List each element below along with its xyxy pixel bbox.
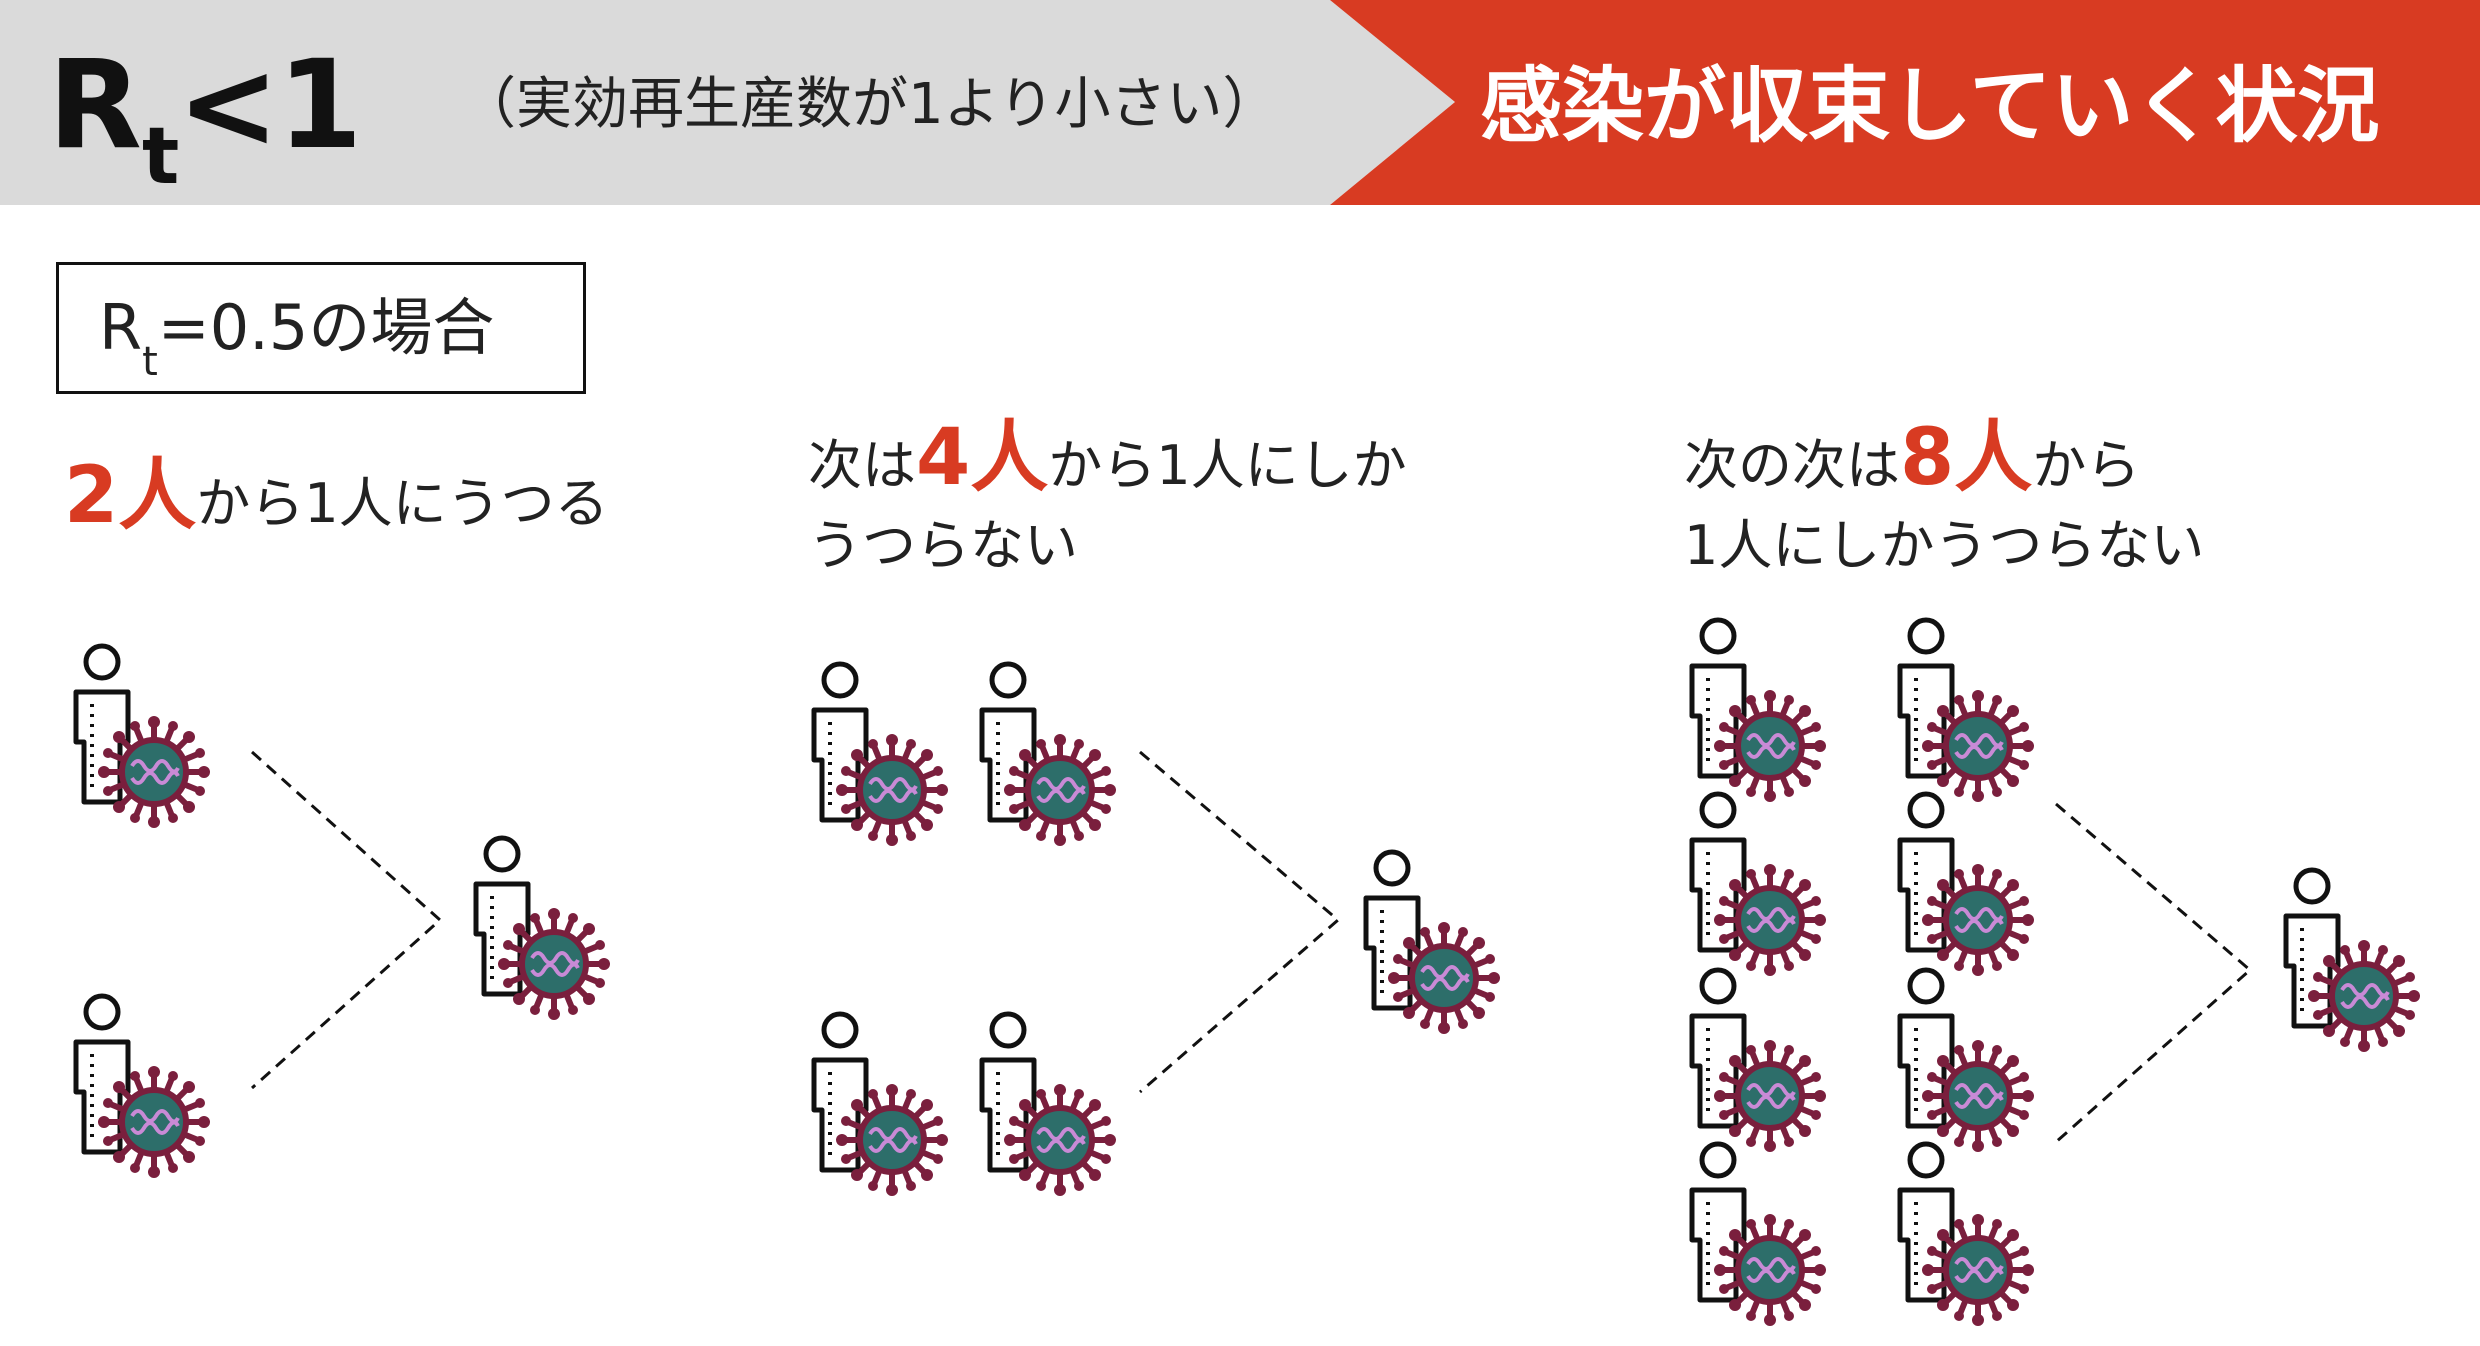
group-3-caption-line-2: 1人にしかうつらない <box>1684 514 2205 577</box>
rt-heading: Rt<1 <box>48 34 362 202</box>
transmission-lines <box>1139 750 1341 1094</box>
infected-person-icon <box>814 664 948 846</box>
group-1 <box>76 646 610 1178</box>
group-2-highlight: 4人 <box>916 413 1049 503</box>
infected-person-icon <box>1900 1144 2034 1326</box>
transmission-lines <box>251 750 443 1090</box>
infected-person-icon <box>1692 970 1826 1152</box>
infected-person-icon <box>1692 620 1826 802</box>
header-gray-arrow <box>0 0 1455 205</box>
group-2-caption-line-1: 次は4人から1人にしか <box>808 413 1407 503</box>
group-3-caption-line-1: 次の次は8人から <box>1684 413 2141 503</box>
infected-person-icon <box>982 1014 1116 1196</box>
infected-person-icon <box>1366 852 1500 1034</box>
group-1-caption: 2人から1人にうつる <box>64 452 609 548</box>
group-1-caption-text: から1人にうつる <box>196 472 609 535</box>
infected-person-icon <box>76 996 210 1178</box>
infected-person-icon <box>1900 794 2034 976</box>
infected-person-icon <box>1692 794 1826 976</box>
infected-person-icon <box>982 664 1116 846</box>
infected-person-icon <box>1900 970 2034 1152</box>
infected-person-icon <box>76 646 210 828</box>
subtitle: （実効再生産数が1より小さい） <box>460 72 1279 137</box>
group-3-highlight: 8人 <box>1900 413 2033 503</box>
group-3 <box>1692 620 2420 1326</box>
group-2-caption-line-2: うつらない <box>808 514 1078 577</box>
case-box: Rt=0.5の場合 <box>56 262 586 394</box>
infected-person-icon <box>814 1014 948 1196</box>
infected-person-icon <box>476 838 610 1020</box>
header-band <box>0 0 2480 205</box>
group-2 <box>814 664 1500 1196</box>
conclusion-title: 感染が収束していく状況 <box>1480 59 2380 154</box>
group-1-highlight: 2人 <box>64 451 197 541</box>
infected-person-icon <box>2286 870 2420 1052</box>
transmission-lines <box>2055 802 2253 1144</box>
infected-person-icon <box>1692 1144 1826 1326</box>
header-red-banner <box>1330 0 2480 205</box>
infected-person-icon <box>1900 620 2034 802</box>
